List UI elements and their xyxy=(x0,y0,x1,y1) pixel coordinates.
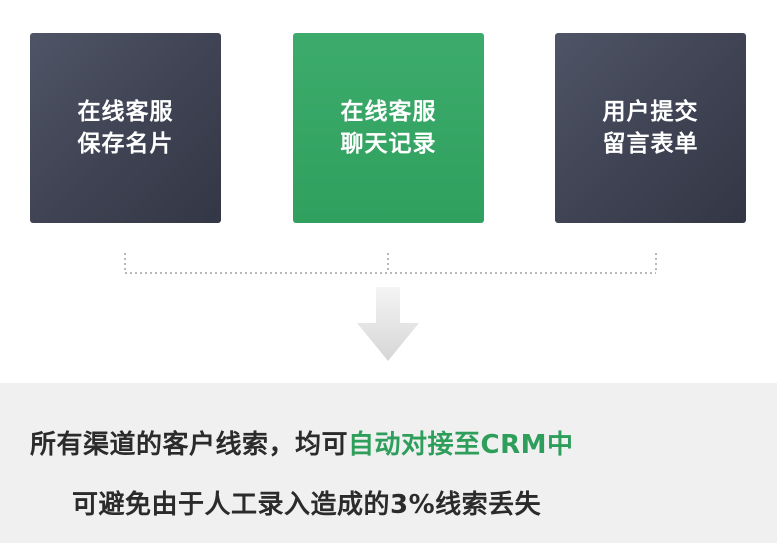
summary-band xyxy=(0,383,777,543)
card-title-line-2: 留言表单 xyxy=(602,131,699,157)
card-title-line-2: 保存名片 xyxy=(77,131,174,157)
arrow-down-icon xyxy=(357,287,419,361)
card-title-line-2: 聊天记录 xyxy=(340,131,437,157)
summary-line-2: 可避免由于人工录入造成的3%线索丢失 xyxy=(72,490,542,520)
summary-line-1: 所有渠道的客户线索，均可自动对接至CRM中 xyxy=(30,424,574,461)
card-chat-records: 在线客服 聊天记录 xyxy=(293,33,484,223)
card-title-line-1: 在线客服 xyxy=(340,99,437,125)
connector-lines xyxy=(124,253,657,274)
card-business-card: 在线客服 保存名片 xyxy=(30,33,221,223)
summary-line-1-prefix: 所有渠道的客户线索，均可 xyxy=(30,430,349,460)
card-message-form: 用户提交 留言表单 xyxy=(555,33,746,223)
card-title-line-1: 在线客服 xyxy=(77,99,174,125)
card-title-line-1: 用户提交 xyxy=(602,99,699,125)
summary-line-1-highlight: 自动对接至CRM中 xyxy=(348,430,574,460)
